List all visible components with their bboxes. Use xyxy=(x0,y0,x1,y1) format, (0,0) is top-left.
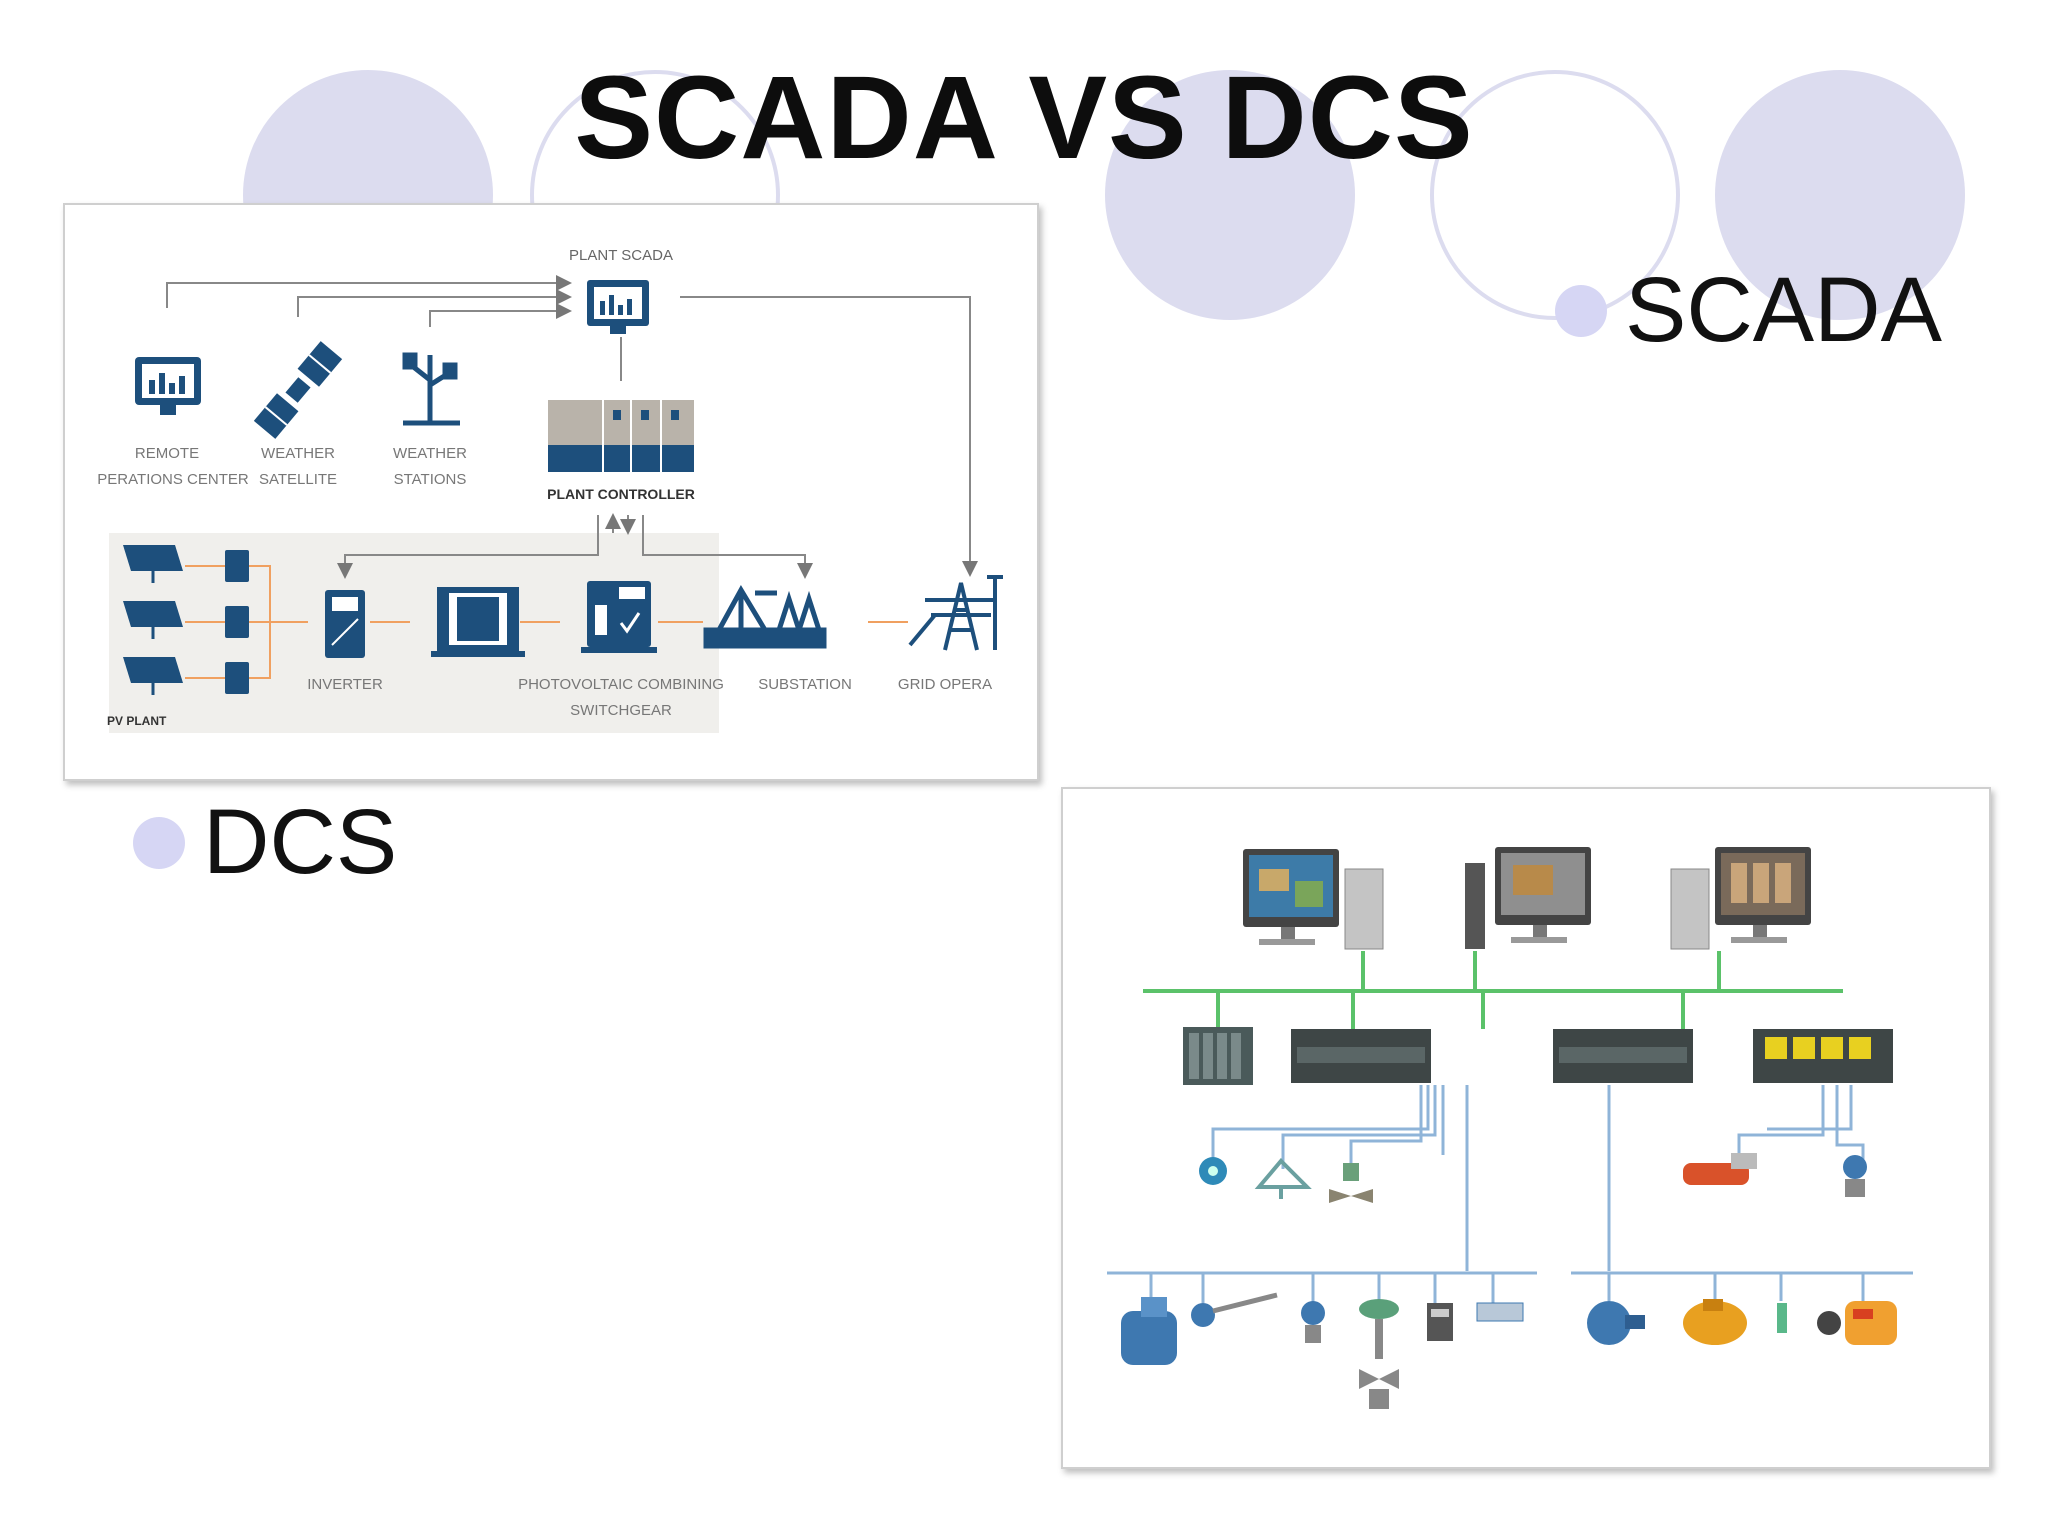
bullet-dot xyxy=(1555,284,1607,337)
analyzer-icon xyxy=(1476,1302,1524,1322)
scada-link-lines xyxy=(166,275,978,579)
controller-rack-2 xyxy=(1291,1029,1431,1083)
dc-wiring xyxy=(185,565,908,679)
bullet-dcs: DCS xyxy=(133,790,397,895)
motor-icon xyxy=(1587,1301,1645,1345)
weather-satellite-label-2: SATELLITE xyxy=(259,471,337,488)
plant-scada-icon xyxy=(587,280,649,334)
solar-panels-icon xyxy=(123,545,183,695)
grid-operator-label: GRID OPERA xyxy=(898,676,992,693)
substation-label: SUBSTATION xyxy=(758,676,852,693)
level-sensor-icon xyxy=(1254,1158,1312,1199)
dcs-diagram xyxy=(1107,847,1913,1409)
pump-icon xyxy=(1121,1297,1177,1365)
inverter-icon xyxy=(325,590,365,658)
remote-operations-icon xyxy=(135,357,201,415)
switch-icon xyxy=(1427,1303,1453,1341)
actuator-icon xyxy=(1683,1153,1757,1185)
controller-rack-4 xyxy=(1753,1029,1893,1083)
control-valve-icon xyxy=(1359,1299,1399,1409)
bullet-dot xyxy=(133,816,185,869)
control-network-bus xyxy=(1143,951,1843,1029)
weather-station-icon xyxy=(402,352,460,426)
switchgear-label-2: SWITCHGEAR xyxy=(570,702,672,719)
valve-icon-1 xyxy=(1329,1163,1373,1203)
combiner-boxes-icon xyxy=(225,550,249,694)
remote-ops-label-2: PERATIONS CENTER xyxy=(97,471,249,488)
transformer-icon xyxy=(431,587,525,657)
workstation-3 xyxy=(1670,847,1811,950)
flow-meter-icon xyxy=(1199,1157,1227,1185)
bullet-scada-label: SCADA xyxy=(1625,259,1942,361)
workstation-2 xyxy=(1465,847,1591,949)
inverter-label: INVERTER xyxy=(307,676,383,693)
valve-positioner-icon xyxy=(1817,1301,1897,1345)
slide-title: SCADA VS DCS xyxy=(574,52,1474,184)
gearbox-icon xyxy=(1683,1299,1747,1345)
switchgear-label-1: PHOTOVOLTAIC COMBINING xyxy=(518,676,724,693)
field-wiring xyxy=(1107,1085,1913,1309)
pv-plant-label: PV PLANT xyxy=(107,714,167,728)
grid-tower-icon xyxy=(908,575,1003,651)
scada-diagram-panel: PLANT SCADA REMOTE PERATIONS CENTER WEAT… xyxy=(63,203,1039,781)
decorative-circle-3 xyxy=(1105,70,1355,320)
switchgear-icon xyxy=(581,581,657,653)
decorative-circle-5 xyxy=(1715,70,1965,320)
pressure-transmitter-icon xyxy=(1301,1301,1325,1343)
controller-rack-3 xyxy=(1553,1029,1693,1083)
satellite-icon xyxy=(253,341,343,439)
dcs-diagram-panel xyxy=(1061,787,1991,1469)
bullet-scada: SCADA xyxy=(1555,258,1942,363)
remote-ops-label-1: REMOTE xyxy=(135,445,199,462)
plant-controller-icon xyxy=(548,400,694,472)
weather-stations-label-2: STATIONS xyxy=(394,471,467,488)
transmitter-icon-1 xyxy=(1843,1155,1867,1197)
substation-icon xyxy=(703,584,827,649)
controller-rack-1 xyxy=(1183,1027,1253,1085)
plant-controller-label: PLANT CONTROLLER xyxy=(547,486,695,502)
plant-scada-label: PLANT SCADA xyxy=(569,247,673,264)
proximity-sensor-icon xyxy=(1777,1303,1787,1333)
workstation-1 xyxy=(1243,849,1384,950)
weather-satellite-label-1: WEATHER xyxy=(261,445,335,462)
bullet-dcs-label: DCS xyxy=(203,791,398,893)
thermocouple-icon xyxy=(1191,1292,1278,1327)
weather-stations-label-1: WEATHER xyxy=(393,445,467,462)
scada-diagram: PLANT SCADA REMOTE PERATIONS CENTER WEAT… xyxy=(97,247,1003,733)
